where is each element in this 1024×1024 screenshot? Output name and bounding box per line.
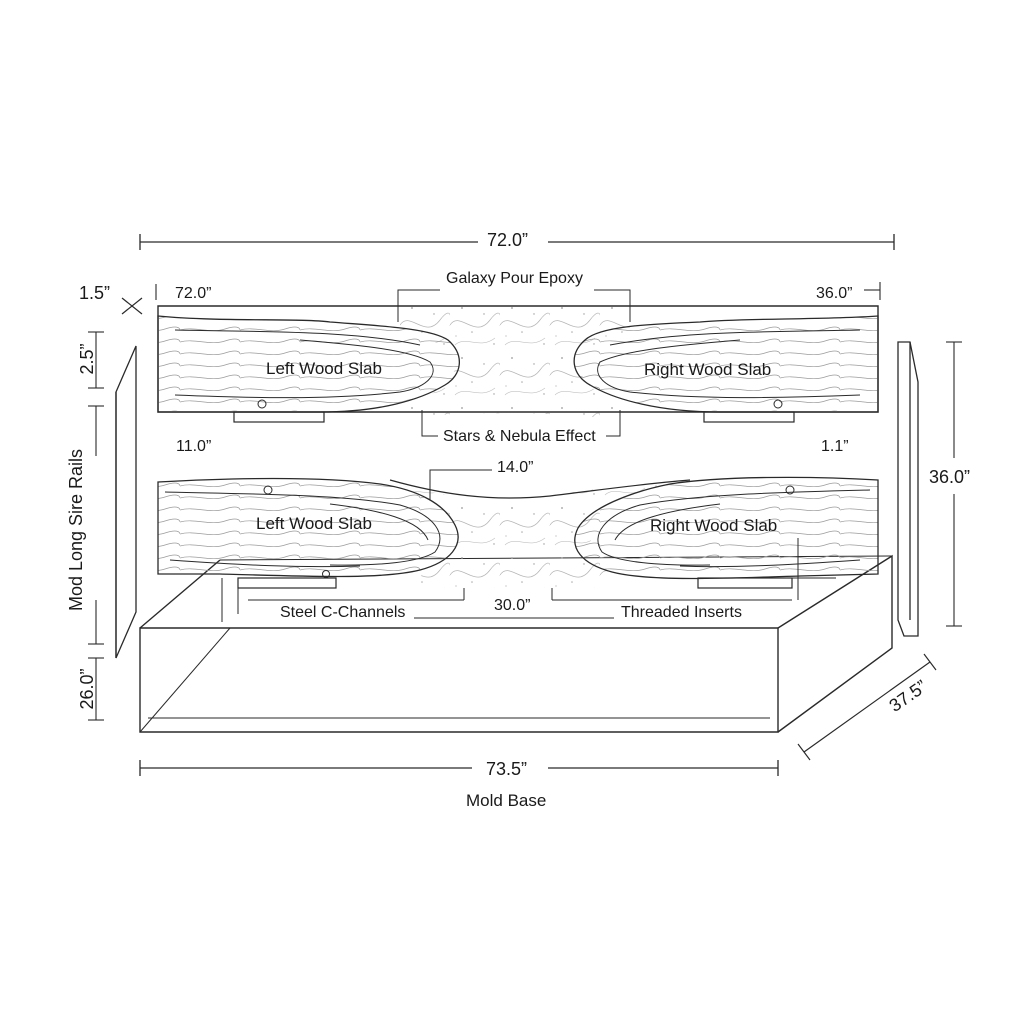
depth-dimension-line — [797, 653, 937, 761]
lower-right-slab-label: Right Wood Slab — [650, 516, 778, 535]
upper-left-slab-label: Left Wood Slab — [266, 359, 382, 378]
upper-right-slab-grain — [597, 329, 861, 399]
mold-base-label: Mold Base — [466, 791, 547, 810]
side-rails-label: Mod Long Sire Rails — [66, 448, 86, 612]
thickness-dimension: 1.5” — [79, 283, 111, 303]
left-base-height-dimension: 26.0” — [77, 668, 97, 710]
lower-right-slab-grain — [597, 489, 871, 568]
top-overall-dimension: 72.0” — [487, 230, 529, 250]
galaxy-pour-label: Galaxy Pour Epoxy — [446, 270, 583, 287]
cross-mark-icon — [121, 297, 143, 315]
top-overall-dimension-line — [139, 234, 895, 250]
left-side-rail — [115, 345, 137, 659]
lower-left-slab-grain — [164, 491, 441, 568]
slab-height-dimension: 2.5” — [77, 343, 97, 375]
upper-leader-lines — [397, 289, 631, 437]
upper-right-slab-label: Right Wood Slab — [644, 360, 772, 379]
left-gap-dimension: 11.0” — [176, 438, 212, 455]
threaded-inserts-label: Threaded Inserts — [621, 604, 742, 621]
lower-leader-lines — [237, 469, 799, 619]
right-vertical-dimension — [946, 341, 962, 627]
lower-left-slab — [157, 477, 459, 578]
top-inner-left-dimension: 72.0” — [175, 285, 212, 302]
base-width-dimension-line — [139, 760, 779, 776]
lower-slab-assembly — [157, 476, 879, 589]
lower-epoxy-top-edge — [389, 479, 691, 499]
lower-right-slab — [574, 476, 879, 580]
left-vertical-dimensions — [88, 331, 104, 721]
upper-left-slab-grain — [174, 329, 434, 399]
upper-left-channel-bracket — [233, 411, 325, 423]
upper-epoxy-pour — [400, 305, 630, 418]
lower-right-channel-bracket — [697, 577, 793, 589]
right-side-rail — [897, 341, 919, 637]
top-inner-right-dimension: 36.0” — [816, 285, 853, 302]
right-height-dimension: 36.0” — [929, 467, 971, 487]
center-width-dimension: 14.0” — [497, 459, 534, 476]
upper-left-slab — [157, 315, 460, 413]
upper-right-slab — [573, 315, 879, 413]
base-width-dimension: 73.5” — [486, 759, 528, 779]
lower-left-slab-label: Left Wood Slab — [256, 514, 372, 533]
channel-span-dimension: 30.0” — [494, 597, 531, 614]
upper-right-channel-bracket — [703, 411, 795, 423]
lower-left-channel-bracket — [237, 577, 337, 589]
right-gap-dimension: 1.1” — [821, 438, 849, 455]
stars-nebula-label: Stars & Nebula Effect — [443, 428, 596, 445]
steel-channels-label: Steel C-Channels — [280, 604, 406, 621]
top-inner-dimension-ticks — [155, 282, 881, 300]
upper-slab-assembly — [157, 305, 879, 423]
